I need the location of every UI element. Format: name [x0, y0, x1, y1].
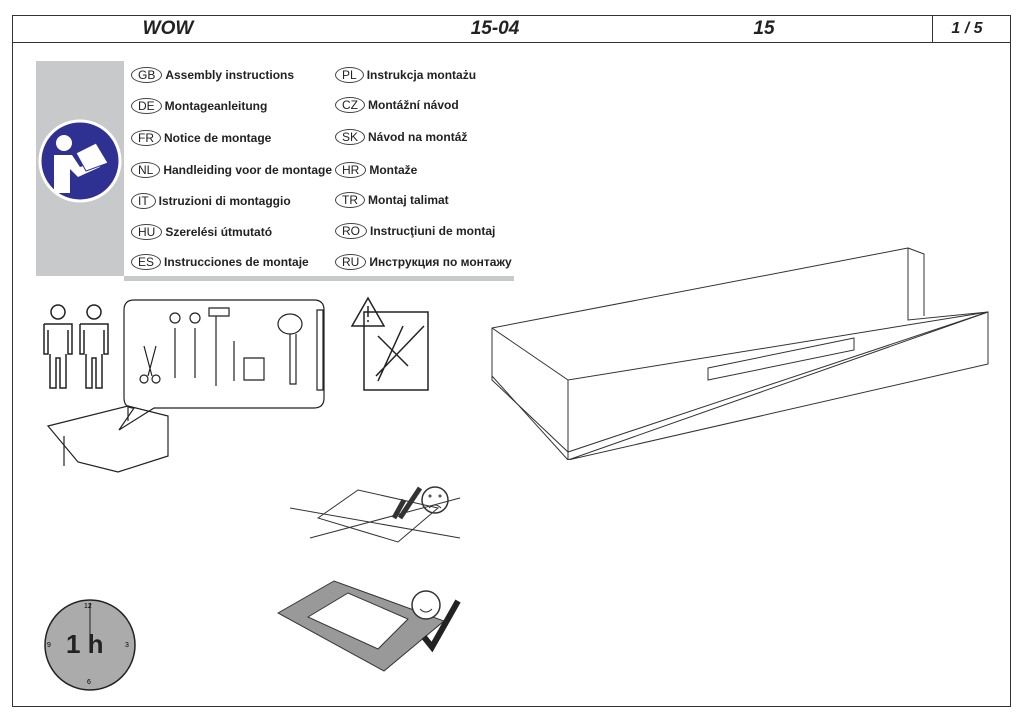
- language-label: Montážní návod: [368, 98, 459, 112]
- language-label: Szerelési útmutató: [165, 225, 273, 239]
- assembly-duration: 1 h: [66, 629, 104, 659]
- header-bar: WOW 15-04 15 1 / 5: [12, 15, 1011, 43]
- language-panel-underline: [124, 276, 514, 281]
- tools-required-illustration: [46, 299, 325, 473]
- product-code: 15-04: [470, 17, 520, 39]
- language-label: Instrucciones de montaje: [164, 255, 309, 269]
- language-code: PL: [335, 67, 364, 83]
- language-code: FR: [131, 130, 161, 146]
- model-name: WOW: [142, 17, 194, 39]
- drawer-illustration: [491, 247, 989, 460]
- clock-12: 12: [84, 603, 92, 610]
- wrong-surface-illustration: [290, 486, 461, 543]
- language-code: NL: [131, 162, 161, 178]
- language-label: Инструкция по монтажу: [369, 255, 512, 269]
- language-label: Notice de montage: [164, 131, 272, 145]
- clock-3: 3: [125, 642, 129, 649]
- language-code: TR: [335, 192, 365, 208]
- language-code: RO: [335, 223, 367, 239]
- language-label: Montaj talimat: [368, 193, 449, 207]
- language-label: Instrucţiuni de montaj: [370, 224, 496, 238]
- header-divider: [932, 15, 933, 42]
- language-label: Instrukcja montażu: [366, 68, 477, 82]
- clock-icon: [44, 599, 136, 691]
- clock-6: 6: [87, 679, 91, 686]
- clock-9: 9: [47, 642, 51, 649]
- language-label: Assembly instructions: [165, 68, 295, 82]
- page-number: 1 / 5: [951, 19, 983, 37]
- page-frame: [12, 15, 1011, 707]
- no-power-drill-icon: [350, 296, 429, 391]
- language-code: HR: [335, 162, 367, 178]
- language-label: Návod na montáž: [368, 130, 468, 144]
- language-code: CZ: [335, 97, 365, 113]
- language-code: ES: [131, 254, 162, 270]
- language-code: GB: [131, 67, 163, 83]
- language-label: Montageanleitung: [164, 99, 268, 113]
- language-code: IT: [131, 193, 156, 209]
- language-code: SK: [335, 129, 366, 145]
- language-label: Istruzioni di montaggio: [158, 194, 291, 208]
- language-code: DE: [131, 98, 162, 114]
- correct-surface-illustration: [276, 580, 461, 672]
- language-code: RU: [335, 254, 367, 270]
- language-label: Montaže: [369, 163, 418, 177]
- product-number: 15: [753, 17, 775, 39]
- language-label: Handleiding voor de montage: [163, 163, 333, 177]
- language-code: HU: [131, 224, 163, 240]
- read-manual-icon: [38, 119, 122, 203]
- two-persons-icon: [43, 304, 109, 389]
